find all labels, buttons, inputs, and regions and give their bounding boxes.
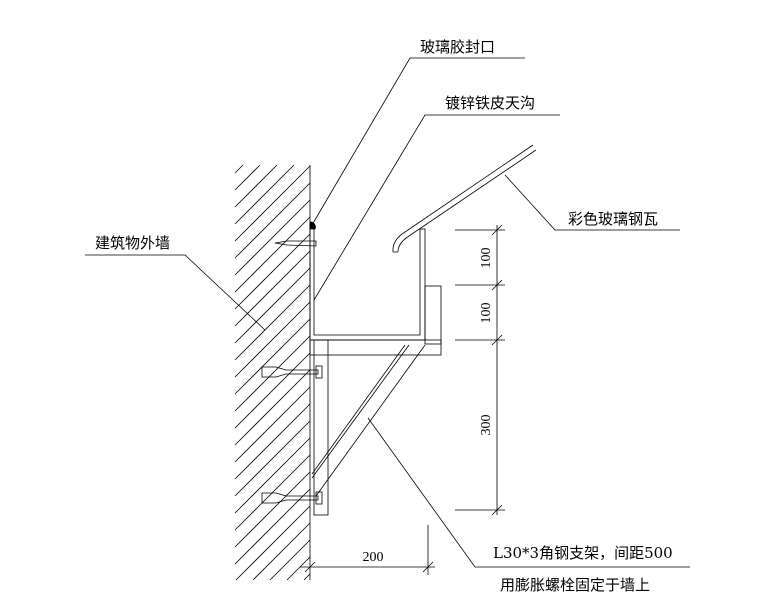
hatch-line [234, 216, 311, 293]
dim-300: 300 [479, 415, 494, 436]
leader-bracket [367, 417, 690, 568]
hatch-line [303, 573, 311, 581]
hatch-line [234, 437, 311, 514]
wall-hatch [234, 164, 311, 581]
hatch-line [234, 488, 311, 565]
hatch-line [234, 386, 311, 463]
vertical-dimension [455, 224, 505, 516]
horizontal-dimension [300, 525, 435, 575]
hatch-line [234, 335, 311, 412]
hatch-line [234, 318, 311, 395]
hatch-line [234, 164, 295, 225]
hatch-line [234, 420, 311, 497]
sealant-bead [309, 221, 316, 230]
expansion-bolt-top [261, 365, 323, 379]
hatch-line [234, 250, 311, 327]
hatch-line [234, 301, 311, 378]
hatch-line [234, 233, 311, 310]
hatch-line [235, 505, 311, 581]
hatch-line [234, 352, 311, 429]
hatch-line [234, 403, 311, 480]
hatch-line [234, 165, 311, 242]
dim-200: 200 [363, 550, 384, 565]
hatch-line [234, 164, 244, 174]
dim-top-100: 100 [479, 248, 494, 269]
hatch-line [234, 164, 278, 208]
hatch-line [286, 556, 311, 581]
hatch-line [234, 267, 311, 344]
angle-steel-bracket [309, 339, 442, 516]
label-gutter: 镀锌铁皮天沟 [445, 94, 535, 112]
hatch-line [234, 199, 311, 276]
hatch-line [234, 182, 311, 259]
leader-wall [85, 254, 266, 331]
leader-roof-tile [504, 174, 680, 231]
roof-tile [392, 144, 537, 253]
label-sealant: 玻璃胶封口 [420, 38, 495, 56]
hatch-line [234, 284, 311, 361]
nail [274, 240, 317, 247]
label-bracket-fixing: 用膨胀螺栓固定于墙上 [500, 576, 650, 594]
hatch-line [252, 522, 311, 581]
leader-gutter [313, 114, 560, 301]
label-wall: 建筑物外墙 [95, 234, 170, 252]
hatch-line [234, 369, 311, 446]
hatch-line [234, 454, 311, 531]
label-roof-tile: 彩色玻璃钢瓦 [568, 210, 658, 228]
dim-middle-100: 100 [479, 303, 494, 324]
hatch-line [269, 539, 311, 581]
leader-sealant [311, 57, 525, 226]
gutter [309, 225, 442, 345]
hatch-line [234, 471, 311, 548]
hatch-line [234, 164, 261, 191]
expansion-bolt-bottom [261, 491, 323, 505]
label-bracket-spec: L30*3角钢支架，间距500 [493, 544, 673, 562]
